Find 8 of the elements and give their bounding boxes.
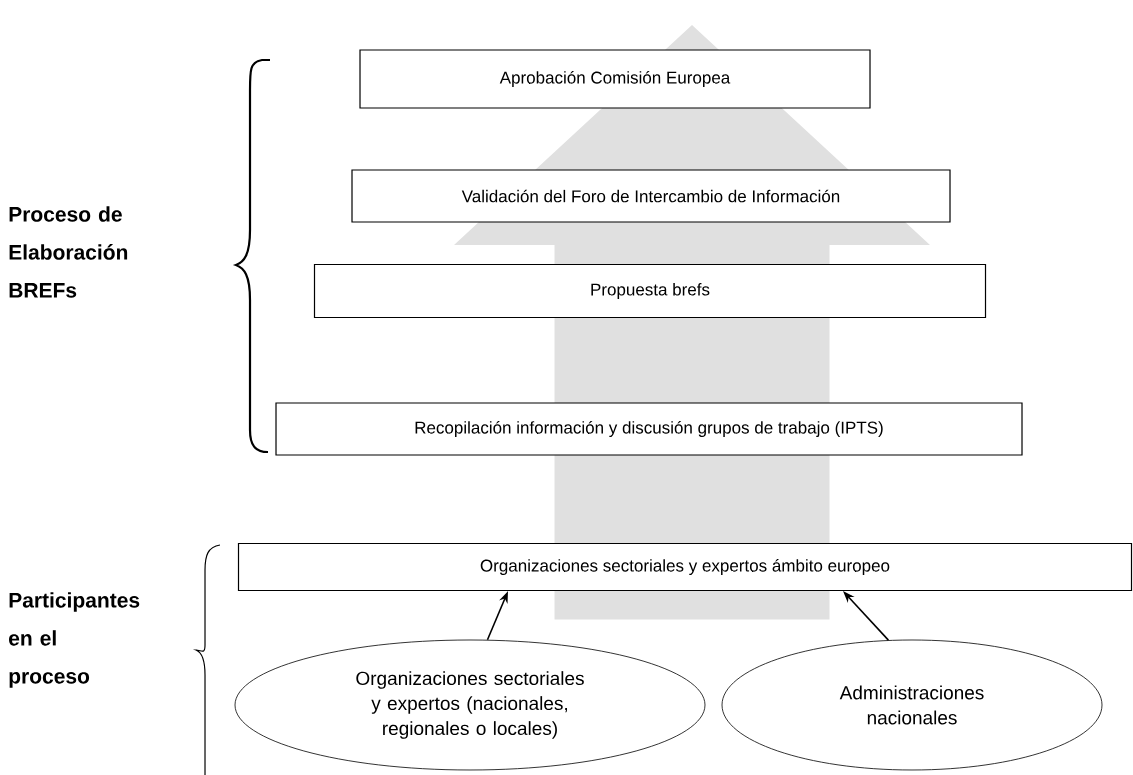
process-box: Aprobación Comisión Europea — [359, 49, 871, 109]
side-label: Participantes en el proceso — [9, 592, 140, 688]
process-box: Propuesta brefs — [313, 263, 987, 319]
side-label: Proceso de Elaboración BREFs — [9, 206, 128, 298]
process-box: Organizaciones sectoriales y expertos ámbito europeo — [237, 542, 1133, 592]
process-box: Validación del Foro de Intercambio de Información — [351, 169, 951, 223]
arrow — [843, 591, 890, 641]
process-box: Recopilación información y discusión grupos de trabajo (IPTS) — [275, 402, 1023, 456]
